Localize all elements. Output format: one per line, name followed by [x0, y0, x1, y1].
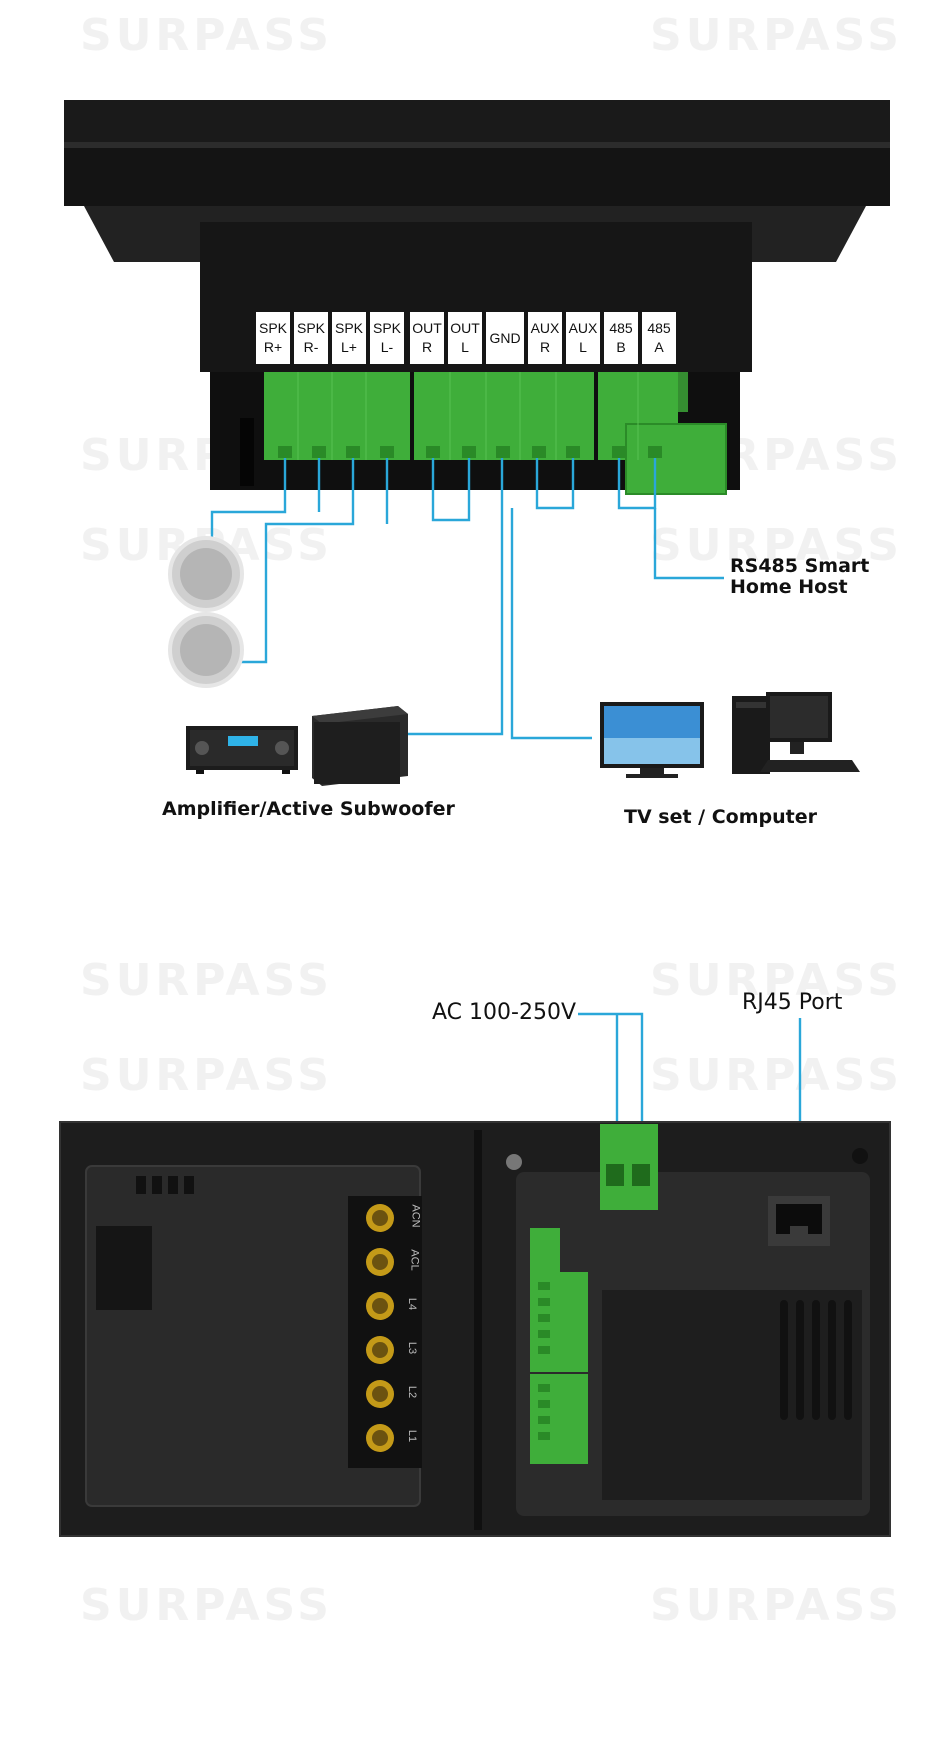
tv-icon	[600, 702, 704, 778]
wire-amplifier	[431, 458, 471, 522]
relay-label: L1	[406, 1429, 419, 1443]
amplifier-icon	[186, 726, 298, 774]
watermark: SURPASS	[650, 955, 903, 1006]
relay-label: ACL	[408, 1249, 421, 1271]
watermark: SURPASS	[650, 520, 903, 571]
watermark: SURPASS	[80, 1580, 333, 1631]
relay-terminal-block	[348, 1196, 422, 1468]
wire-speaker-2	[238, 458, 355, 664]
relay-label: L3	[406, 1341, 419, 1355]
watermark: SURPASS	[80, 1050, 333, 1101]
tv-computer-callout: TV set / Computer	[624, 806, 817, 828]
computer-icon	[732, 692, 860, 774]
watermark: SURPASS	[650, 1580, 903, 1631]
terminal-block-line	[414, 372, 594, 460]
wire-tv	[535, 458, 575, 510]
speaker-icon	[168, 612, 244, 688]
watermark: SURPASS	[650, 10, 903, 61]
device-frame	[64, 100, 890, 142]
terminal-label: GND	[486, 312, 524, 364]
terminal-plug-485	[626, 424, 726, 494]
relay-label: L2	[406, 1385, 419, 1399]
terminal-block-speaker	[264, 372, 410, 460]
ac-callout: AC 100-250V	[432, 1000, 576, 1025]
rj45-callout: RJ45 Port	[742, 990, 843, 1015]
wire-ac	[578, 1012, 644, 1126]
subwoofer-icon	[312, 706, 408, 786]
amplifier-callout: Amplifier/Active Subwoofer	[162, 798, 455, 820]
rj45-port	[768, 1196, 830, 1246]
watermark: SURPASS	[80, 955, 333, 1006]
relay-label: L4	[406, 1297, 419, 1311]
relay-label: ACN	[409, 1204, 422, 1228]
wire-rs485	[617, 458, 657, 510]
rs485-callout: RS485 Smart Home Host	[730, 555, 870, 598]
watermark: SURPASS	[650, 1050, 903, 1101]
speaker-icon	[168, 536, 244, 612]
watermark: SURPASS	[80, 10, 333, 61]
